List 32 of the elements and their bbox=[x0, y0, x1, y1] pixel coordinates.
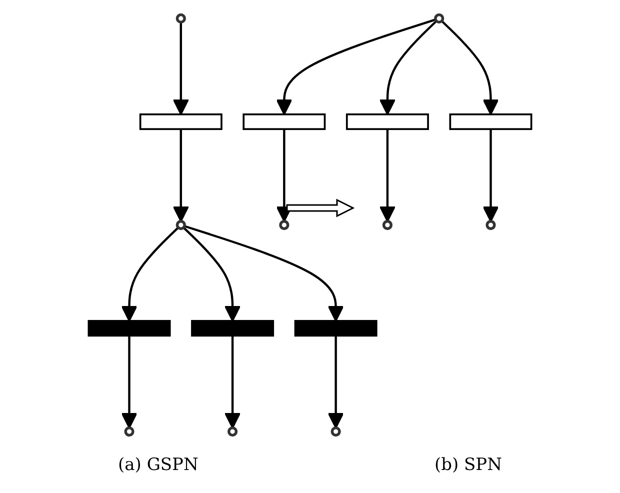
arrow bbox=[224, 336, 241, 429]
arrow bbox=[276, 129, 292, 222]
transition-bar bbox=[449, 113, 532, 130]
arrow bbox=[172, 129, 190, 222]
place-circle bbox=[176, 220, 186, 230]
transition-bar bbox=[88, 320, 171, 337]
transition-bar bbox=[242, 113, 326, 130]
subfigure-caption: (a) GSPN bbox=[118, 455, 198, 475]
arrow bbox=[184, 225, 344, 322]
arrow bbox=[182, 226, 241, 322]
arrow bbox=[121, 336, 138, 429]
subfigure-caption: (b) SPN bbox=[434, 455, 502, 475]
arrow bbox=[328, 336, 344, 429]
arrow bbox=[121, 226, 180, 322]
transition-bar bbox=[294, 320, 378, 337]
arrow bbox=[276, 18, 436, 116]
arrow bbox=[172, 22, 190, 116]
place-circle bbox=[279, 220, 290, 230]
place-circle bbox=[227, 426, 238, 437]
place-circle bbox=[382, 220, 393, 230]
arrow bbox=[379, 20, 438, 116]
arrow bbox=[440, 20, 499, 116]
place-circle bbox=[434, 13, 444, 24]
arrow bbox=[482, 129, 499, 222]
transition-bar bbox=[346, 113, 429, 130]
place-circle bbox=[176, 13, 186, 24]
place-circle bbox=[124, 426, 134, 437]
transition-bar bbox=[191, 320, 274, 337]
arrow bbox=[379, 129, 396, 222]
place-circle bbox=[486, 220, 496, 230]
place-circle bbox=[330, 426, 341, 437]
transition-bar bbox=[139, 113, 222, 130]
